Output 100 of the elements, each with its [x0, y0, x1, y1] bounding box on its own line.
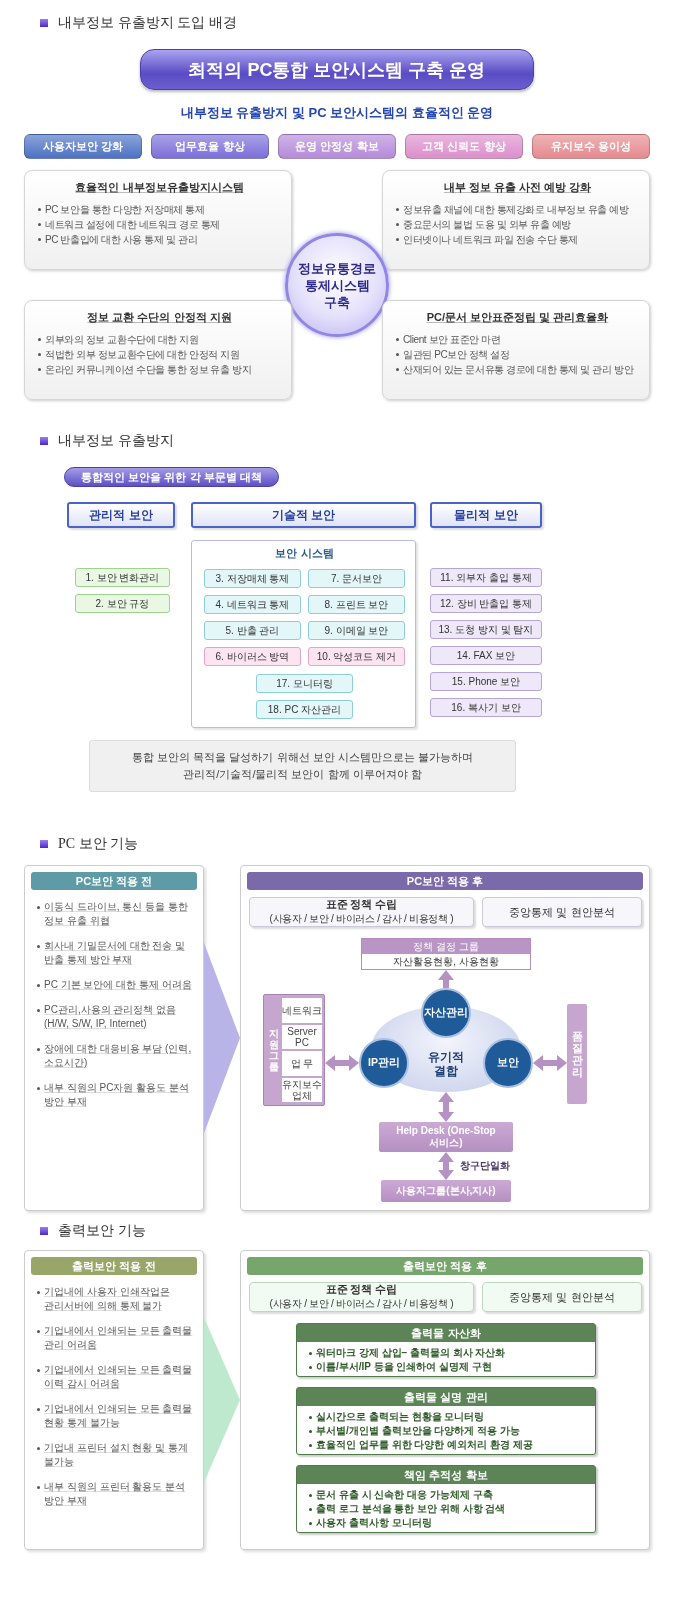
measure-tag: 7. 문서보안: [308, 569, 405, 588]
measure-tag: 17. 모니터링: [256, 674, 353, 693]
quality-bar: [567, 1004, 587, 1104]
box-header: 출력물 자산화: [297, 1324, 595, 1342]
measure-tag: 2. 보안 규정: [75, 594, 170, 613]
panel-heading: 보안 시스템: [274, 546, 335, 561]
bullet-text: 기업내에 사용자 인쇄작업은 관리서버에 의해 통제 불가: [35, 1285, 195, 1313]
section-heading: 내부정보 유출방지: [58, 432, 174, 450]
feature-card: [24, 300, 292, 400]
bullet-text: PC 기본 보안에 대한 통제 어려움: [35, 978, 195, 992]
bullet-text: 부서별/개인별 출력보안을 다양하게 적용 가능: [307, 1424, 585, 1438]
policy-title: 표준 정책 수립: [325, 898, 398, 912]
support-cell: 네트워크: [282, 998, 322, 1023]
feature-card: [382, 300, 650, 400]
panel-header: 출력보안 적용 후: [247, 1257, 643, 1275]
goal-pill: 사용자보안 강화: [24, 134, 142, 159]
measure-tag: 11. 외부자 출입 통제: [430, 568, 542, 587]
card-heading: PC/문서 보안표준정립 및 관리효율화: [425, 310, 610, 325]
measure-tag: 6. 바이러스 방역: [204, 647, 301, 666]
bullet-text: 일관된 PC보안 정책 설정: [394, 347, 641, 362]
bullet-text: 온라인 커뮤니케이션 수단을 통한 정보 유출 방지: [36, 362, 283, 377]
group-header: 정책 결정 그룹: [362, 939, 530, 954]
bullet-text: 기업내에서 인쇄되는 모든 출력물 이력 감시 어려움: [35, 1363, 195, 1391]
support-cell: 유지보수 업체: [282, 1077, 322, 1102]
panel-header: PC보안 적용 후: [247, 872, 643, 890]
policy-detail: (사용자 / 보안 / 바이러스 / 감사 / 비용정책 ): [269, 912, 454, 926]
category-header: 기술적 보안: [191, 502, 416, 528]
comparison-panel: [24, 865, 204, 1211]
policy-box: 중앙통제 및 현안분석: [482, 897, 642, 927]
bullet-text: 인터넷이나 네트워크 파일 전송 수단 통제: [394, 232, 641, 247]
group-box: [361, 938, 531, 970]
goal-pill: 업무효율 향상: [151, 134, 269, 159]
measure-tag: 15. Phone 보안: [430, 672, 542, 691]
function-circle: 보안: [483, 1038, 533, 1088]
bullet-text: 내부 직원의 PC자원 활용도 분석 방안 부재: [35, 1081, 195, 1109]
function-circle: IP관리: [359, 1038, 409, 1088]
vertical-label: 지원그룹: [269, 1028, 279, 1072]
system-panel: [191, 540, 416, 728]
measure-tag: 9. 이메일 보안: [308, 621, 405, 640]
card-heading: 내부 정보 유출 사전 예방 강화: [442, 180, 593, 195]
card-heading: 정보 교환 수단의 안정적 지원: [86, 310, 233, 325]
bullet-text: 이동식 드라이브, 통신 등을 통한 정보 유출 위협: [35, 900, 195, 928]
title-banner: 최적의 PC통합 보안시스템 구축 운영: [140, 49, 534, 90]
chevron-arrow: [204, 942, 240, 1134]
comparison-panel: [240, 865, 650, 1211]
measure-tag: 13. 도청 방지 및 탐지: [430, 620, 542, 639]
measure-tag: 10. 악성코드 제거: [308, 647, 405, 666]
bullet-text: 효율적인 업무를 위한 다양한 예외처리 환경 제공: [307, 1438, 585, 1452]
chevron-arrow: [204, 1317, 240, 1483]
bullet-text: 중요문서의 불법 도용 및 외부 유출 예방: [394, 217, 641, 232]
measure-tag: 3. 저장매체 통제: [204, 569, 301, 588]
measure-tag: 18. PC 자산관리: [256, 700, 353, 719]
bullet-text: 장애에 대한 대응비용 부담 (인력, 소요시간): [35, 1042, 195, 1070]
note-box: 통합 보안의 목적을 달성하기 위해선 보안 시스템만으로는 불가능하며 관리적/기술적/물리적 보안이 함께 이루어져야 함: [89, 740, 516, 792]
policy-box: [249, 1282, 474, 1312]
service-box: 사용자그룹(본사,지사): [381, 1180, 511, 1202]
double-arrow: [438, 1152, 454, 1180]
feature-card: [382, 170, 650, 270]
box-header: 출력물 실명 관리: [297, 1388, 595, 1406]
goal-pill: 유지보수 용이성: [532, 134, 650, 159]
bullet-text: 워터마크 강제 삽입– 출력물의 회사 자산화: [307, 1346, 585, 1360]
policy-title: 표준 정책 수립: [325, 1283, 398, 1297]
measure-tag: 14. FAX 보안: [430, 646, 542, 665]
box-header: 책임 추적성 확보: [297, 1466, 595, 1484]
card-heading: 효율적인 내부정보유출방지시스템: [74, 180, 245, 195]
category-header: 관리적 보안: [67, 502, 175, 528]
bullet-text: 네트워크 설정에 대한 네트워크 경로 통제: [36, 217, 283, 232]
comparison-panel: [240, 1250, 650, 1550]
measure-tag: 12. 장비 반출입 통제: [430, 594, 542, 613]
measure-tag: 1. 보안 변화관리: [75, 568, 170, 587]
bullet-text: 이름/부서/IP 등을 인쇄하여 실명제 구현: [307, 1360, 585, 1374]
bullet-text: 내부 직원의 프린터 활용도 분석 방안 부재: [35, 1480, 195, 1508]
goal-pill: 고객 신뢰도 향상: [405, 134, 523, 159]
measure-tag: 8. 프린트 보안: [308, 595, 405, 614]
section-heading: PC 보안 기능: [58, 835, 139, 853]
measure-tag: 5. 반출 관리: [204, 621, 301, 640]
policy-box: 중앙통제 및 현안분석: [482, 1282, 642, 1312]
subtitle: 내부정보 유출방지 및 PC 보안시스템의 효율적인 운영: [180, 104, 494, 122]
bullet-text: 외부와의 정보 교환수단에 대한 지원: [36, 332, 283, 347]
bullet-text: 출력 로그 분석을 통한 보안 위해 사항 검색: [307, 1502, 585, 1516]
bullet-text: 기업내에서 인쇄되는 모든 출력물 현황 통계 불가능: [35, 1402, 195, 1430]
double-arrow: [533, 1055, 567, 1071]
section-banner: 통합적인 보안을 위한 각 부문별 대책: [64, 467, 279, 487]
policy-detail: (사용자 / 보안 / 바이러스 / 감사 / 비용정책 ): [269, 1297, 454, 1311]
bullet-text: 사용자 출력사항 모니터링: [307, 1516, 585, 1530]
vertical-label: 품질관리: [571, 1029, 583, 1079]
feature-box: [296, 1387, 596, 1455]
core-circle: 정보유통경로 통제시스템 구축: [285, 233, 389, 337]
panel-header: 출력보안 적용 전: [31, 1257, 197, 1275]
bullet-text: 적법한 외부 정보교환수단에 대한 안정적 지원: [36, 347, 283, 362]
bullet-text: Client 보안 표준안 마련: [394, 332, 641, 347]
section-heading: 출력보안 기능: [58, 1222, 146, 1240]
feature-box: [296, 1323, 596, 1377]
bullet-text: 산재되어 있는 문서유통 경로에 대한 통제 및 관리 방안: [394, 362, 641, 377]
bullet-text: PC 반출입에 대한 사용 통제 및 관리: [36, 232, 283, 247]
edge-label: 창구단일화: [458, 1159, 512, 1173]
bullet-text: 기업내에서 인쇄되는 모든 출력물 관리 어려움: [35, 1324, 195, 1352]
bullet-text: 실시간으로 출력되는 현황을 모니터링: [307, 1410, 585, 1424]
bullet-text: 회사내 기밀문서에 대한 전송 및 반출 통제 방안 부재: [35, 939, 195, 967]
support-cell: Server PC: [282, 1024, 322, 1049]
